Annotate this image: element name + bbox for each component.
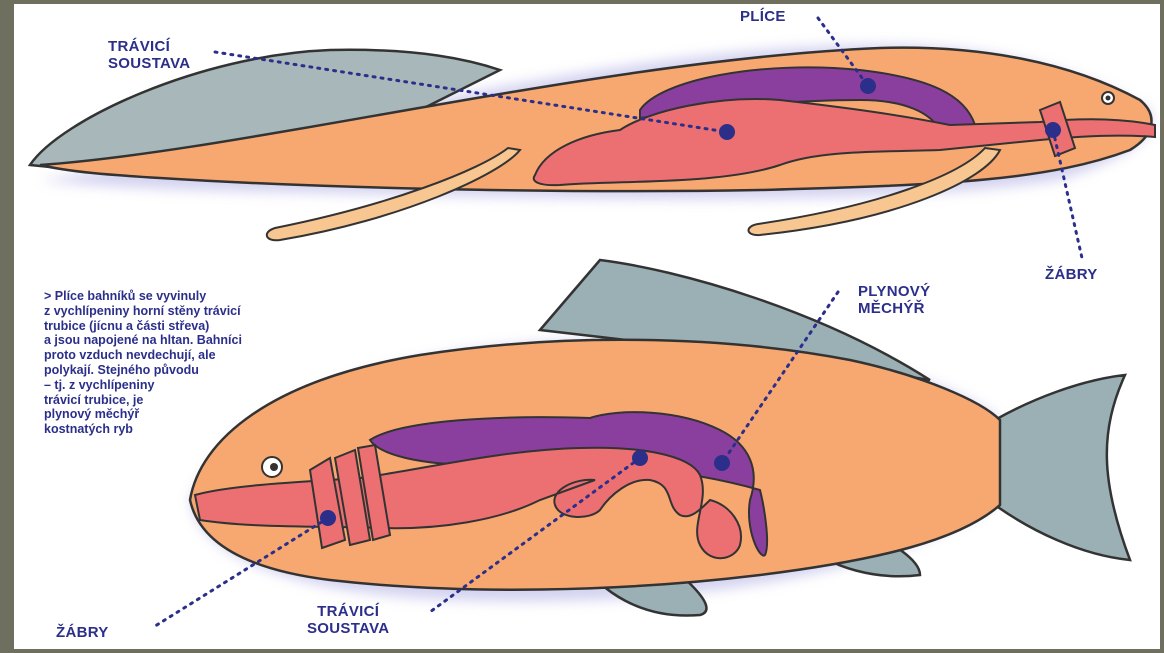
bony-fish-tail-fin: [995, 375, 1130, 560]
label-digestive-system-top: TRÁVICÍ SOUSTAVA: [108, 38, 190, 72]
label-lungs: PLÍCE: [740, 8, 786, 25]
bony-fish-pupil: [270, 463, 278, 471]
label-gills-top: ŽÁBRY: [1045, 266, 1098, 283]
label-gills-bottom: ŽÁBRY: [56, 624, 109, 641]
marker-swim-bladder: [714, 455, 730, 471]
marker-lungs: [860, 78, 876, 94]
explanatory-note: > Plíce bahníků se vyvinuly z vychlípeni…: [44, 289, 374, 437]
label-swim-bladder: PLYNOVÝ MĚCHÝŘ: [858, 283, 930, 317]
lungfish-pupil: [1106, 96, 1111, 101]
label-digestive-system-bottom: TRÁVICÍ SOUSTAVA: [307, 603, 389, 637]
lungfish: [30, 45, 1155, 240]
